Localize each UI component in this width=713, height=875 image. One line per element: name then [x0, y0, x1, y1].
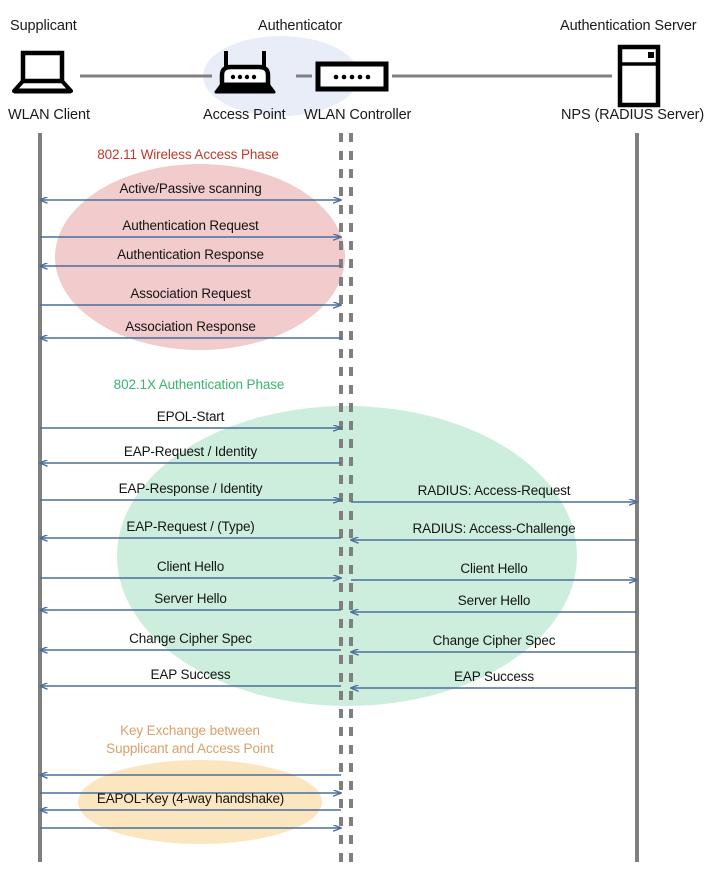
node-role-authentication-server: Authentication Server	[560, 18, 697, 34]
message-label: Association Request	[130, 286, 251, 301]
phase-label-key-exchange: Key Exchange between Supplicant and Acce…	[106, 723, 274, 757]
message-label: Server Hello	[457, 593, 531, 608]
message-label: EAP Success	[454, 669, 534, 684]
message-label: EAP-Request / Identity	[123, 444, 258, 459]
phase-802-11-ellipse	[55, 164, 345, 350]
message-label: Server Hello	[154, 591, 227, 606]
message-label: Association Response	[125, 319, 256, 334]
message-label: EAP-Request / (Type)	[126, 519, 255, 534]
message-label: EAP-Response / Identity	[118, 481, 263, 496]
message-label: Change Cipher Spec	[129, 631, 252, 646]
phase-802-1x-ellipse	[117, 406, 577, 706]
laptop-icon	[12, 50, 73, 94]
phase-label-802-11: 802.11 Wireless Access Phase	[97, 147, 279, 162]
message-label: Client Hello	[460, 561, 528, 576]
server-tower-icon	[617, 44, 661, 108]
message-label: Client Hello	[156, 559, 225, 574]
message-label: Change Cipher Spec	[432, 633, 556, 648]
message-arrow-group	[40, 200, 637, 828]
phase-label-802-1x: 802.1X Authentication Phase	[113, 377, 285, 392]
message-label: Authentication Response	[117, 247, 264, 262]
authenticator-group-ellipse	[203, 36, 359, 116]
node-device-access-point: Access Point	[203, 107, 286, 123]
message-label: Authentication Request	[122, 218, 259, 233]
message-label: EAP Success	[150, 667, 231, 682]
message-label: EAPOL-Key (4-way handshake)	[96, 791, 285, 806]
message-label: RADIUS: Access-Request	[417, 483, 571, 498]
node-device-wlan-client: WLAN Client	[8, 107, 90, 123]
phase-key-exchange-ellipse	[78, 760, 322, 844]
message-label: RADIUS: Access-Challenge	[412, 521, 576, 536]
node-role-supplicant: Supplicant	[10, 18, 77, 34]
wireless-router-icon	[214, 51, 276, 94]
node-device-wlan-controller: WLAN Controller	[304, 107, 412, 123]
node-role-authenticator: Authenticator	[258, 18, 343, 34]
message-label: EPOL-Start	[156, 409, 225, 424]
network-controller-icon	[315, 61, 389, 92]
message-label: Active/Passive scanning	[119, 181, 262, 196]
node-device-nps-radius-server: NPS (RADIUS Server)	[561, 107, 705, 123]
